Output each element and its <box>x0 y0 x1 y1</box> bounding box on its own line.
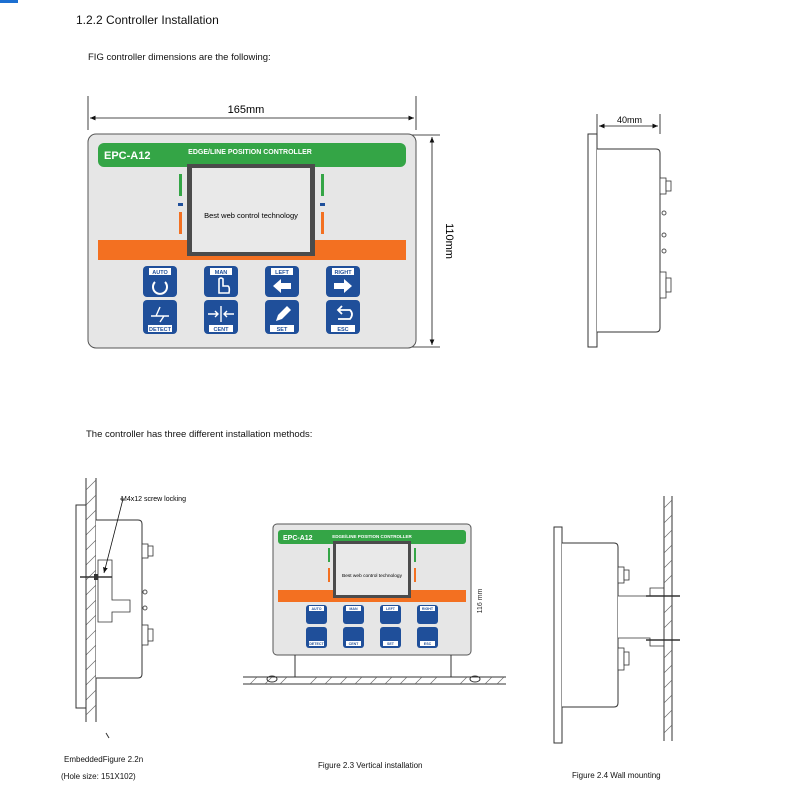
side-connector-bottom <box>665 277 672 293</box>
embedded-front-plate <box>75 504 87 709</box>
section-heading: 1.2.2 Controller Installation <box>76 13 219 27</box>
svg-text:LEFT: LEFT <box>275 270 289 276</box>
hole-size-label: (Hole size: 151X102) <box>61 772 136 781</box>
svg-text:SET: SET <box>277 327 288 333</box>
embedded-installation: M4x12 screw locking <box>75 478 186 739</box>
right-orange-indicator <box>321 212 324 234</box>
depth-label: 40mm <box>617 115 642 125</box>
detect-icon <box>151 306 169 323</box>
svg-text:MAN: MAN <box>215 270 228 276</box>
green-banner <box>98 143 406 167</box>
front-view: 165mm 110mm EPC-A12 EDGE/LINE POSITION C… <box>87 96 455 349</box>
vertical-caption: Figure 2.3 Vertical installation <box>318 761 423 770</box>
page-corner-marker <box>0 0 18 3</box>
svg-text:EDGE/LINE POSITION CONTROLLER: EDGE/LINE POSITION CONTROLLER <box>332 534 412 539</box>
side-front-plate <box>587 133 598 348</box>
screen-text: Best web control technology <box>204 211 298 220</box>
svg-text:RIGHT: RIGHT <box>422 607 434 611</box>
arrow-right-icon <box>334 279 352 293</box>
pencil-icon <box>276 306 291 321</box>
right-green-indicator <box>321 174 324 196</box>
button-auto[interactable]: AUTO <box>143 266 177 297</box>
wall-caption: Figure 2.4 Wall mounting <box>572 771 661 780</box>
svg-text:CENT: CENT <box>349 642 360 646</box>
vertical-height-label: 116 mm <box>477 588 484 613</box>
side-view: 40mm <box>587 114 672 348</box>
button-man[interactable]: MAN <box>204 266 238 297</box>
height-label: 110mm <box>443 223 455 259</box>
banner-title: EDGE/LINE POSITION CONTROLLER <box>188 149 312 156</box>
power-cycle-icon <box>152 281 168 295</box>
svg-text:AUTO: AUTO <box>152 270 168 276</box>
button-right[interactable]: RIGHT <box>326 266 360 297</box>
wall-mounting <box>553 496 680 744</box>
svg-text:EPC-A12: EPC-A12 <box>283 535 313 542</box>
left-orange-indicator <box>179 212 182 234</box>
svg-text:SET: SET <box>387 642 395 646</box>
side-connector-top <box>665 180 672 192</box>
left-green-indicator <box>179 174 182 196</box>
svg-text:ESC: ESC <box>337 327 348 333</box>
arrow-left-icon <box>273 279 291 293</box>
wall-housing <box>562 542 619 708</box>
side-housing <box>597 148 661 333</box>
vertical-installation: EPC-A12 EDGE/LINE POSITION CONTROLLER Be… <box>243 523 506 685</box>
center-icon <box>208 306 234 322</box>
width-label: 165mm <box>228 104 265 116</box>
intro-text: FIG controller dimensions are the follow… <box>88 52 271 63</box>
button-esc[interactable]: ESC <box>326 300 360 334</box>
wall-front-plate <box>553 526 563 744</box>
button-cent[interactable]: CENT <box>204 300 238 334</box>
svg-text:RIGHT: RIGHT <box>334 270 352 276</box>
screen <box>192 168 310 252</box>
model-label: EPC-A12 <box>104 150 150 162</box>
svg-text:Best web control technology: Best web control technology <box>342 573 403 579</box>
svg-text:DETECT: DETECT <box>149 327 172 333</box>
screw-leader <box>103 498 124 574</box>
hand-pointer-icon <box>218 277 231 294</box>
svg-text:ESC: ESC <box>424 642 432 646</box>
svg-text:MAN: MAN <box>349 607 358 611</box>
methods-text: The controller has three different insta… <box>86 429 313 440</box>
button-left[interactable]: LEFT <box>265 266 299 297</box>
svg-text:CENT: CENT <box>214 327 230 333</box>
svg-text:LEFT: LEFT <box>386 607 396 611</box>
screw-label: M4x12 screw locking <box>121 496 186 503</box>
return-icon <box>336 305 353 320</box>
embedded-caption: EmbeddedFigure 2.2n <box>64 755 144 764</box>
embedded-bracket <box>97 559 131 623</box>
button-detect[interactable]: DETECT <box>143 300 177 334</box>
button-set[interactable]: SET <box>265 300 299 334</box>
svg-text:AUTO: AUTO <box>311 607 321 611</box>
svg-text:DETECT: DETECT <box>309 642 324 646</box>
